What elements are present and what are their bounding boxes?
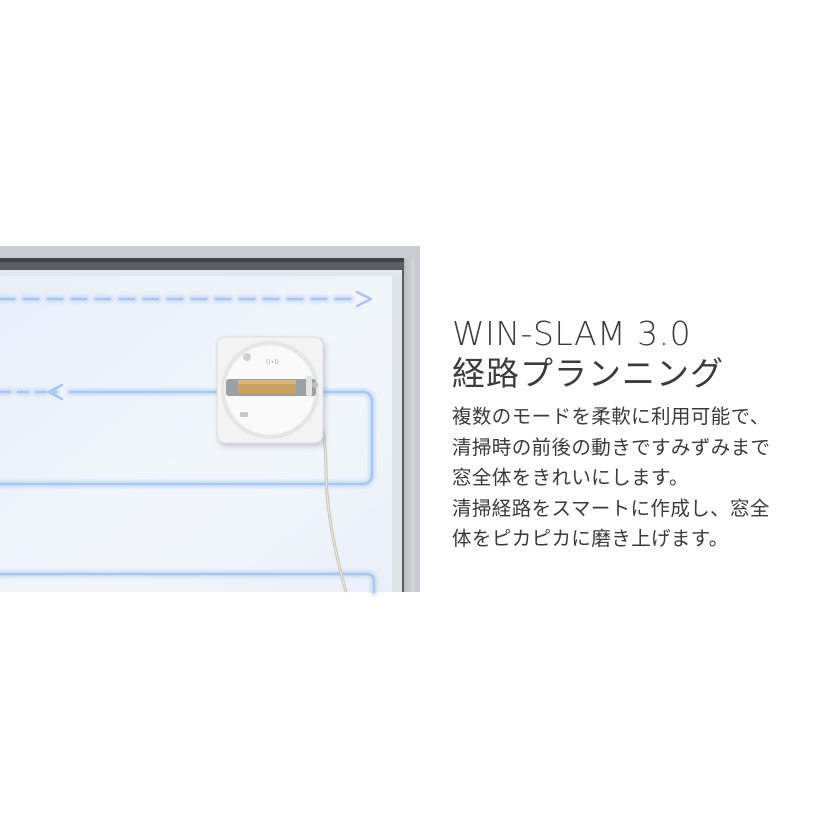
description-line: 清掃経路をスマートに作成し、窓全	[452, 496, 770, 520]
description-line: 窓全体をきれいにします。	[452, 466, 689, 489]
path-arrow-icon	[47, 383, 64, 401]
cleaning-path	[0, 295, 378, 596]
path-arrow-icon	[355, 290, 373, 308]
window-glass	[0, 270, 402, 592]
description-line: 複数のモードを柔軟に利用可能で、	[452, 405, 770, 428]
window-cleaning-robot-icon: ((•))	[216, 336, 324, 444]
description-line: 清掃時の前後の動きですみずみまで	[452, 435, 771, 459]
feature-description: 複数のモードを柔軟に利用可能で、 清掃時の前後の動きですみずみまで 窓全体をきれ…	[452, 402, 838, 555]
heading-title: WIN-SLAM 3.0	[452, 314, 692, 353]
feature-heading: WIN-SLAM 3.0 経路プランニング	[452, 314, 838, 394]
heading-subtitle: 経路プランニング	[452, 354, 724, 393]
feature-text-block: WIN-SLAM 3.0 経路プランニング 複数のモードを柔軟に利用可能で、 清…	[452, 314, 838, 555]
description-line: 体をピカピカに磨き上げます。	[452, 527, 729, 550]
svg-text:((•)): ((•))	[266, 359, 279, 366]
